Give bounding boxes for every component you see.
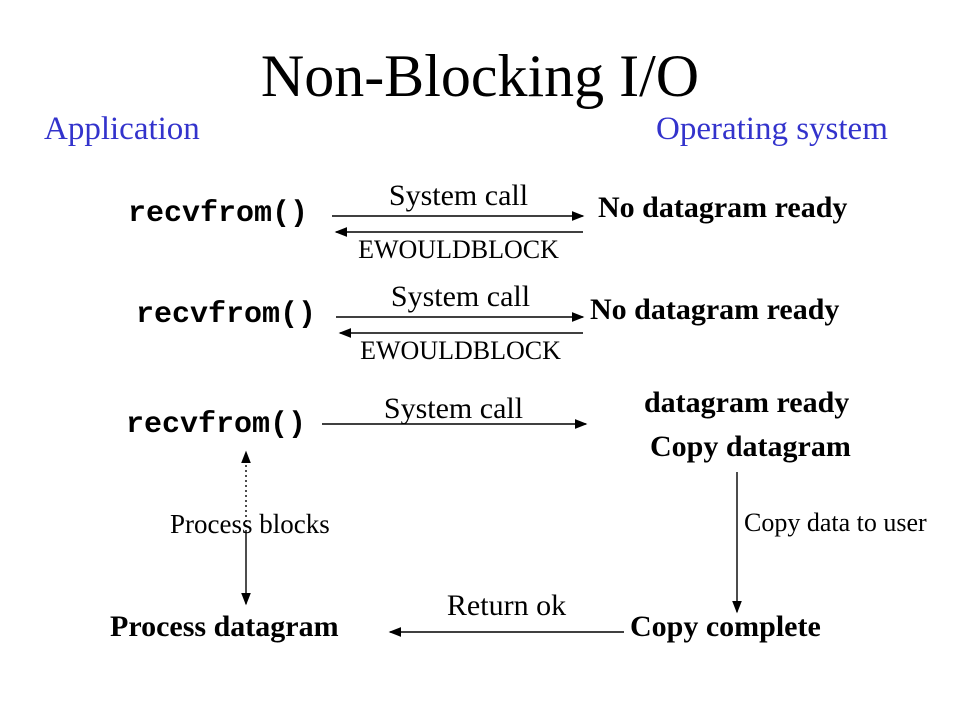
- app-column-header: Application: [44, 111, 200, 147]
- return-ok-label: Return ok: [446, 589, 567, 622]
- slide-title: Non-Blocking I/O: [260, 43, 700, 109]
- ewouldblock-label-2: EWOULDBLOCK: [360, 336, 561, 365]
- recvfrom-call-2: recvfrom(): [136, 298, 317, 332]
- os-column-header: Operating system: [656, 111, 888, 147]
- copy-datagram-label: Copy datagram: [650, 430, 851, 463]
- copy-data-to-user-label: Copy data to user: [744, 508, 927, 537]
- copy-complete-label: Copy complete: [630, 610, 821, 643]
- system-call-label-3: System call: [383, 392, 524, 425]
- process-blocks-label: Process blocks: [170, 509, 330, 539]
- process-datagram-label: Process datagram: [110, 610, 339, 643]
- system-call-label-1: System call: [388, 179, 529, 212]
- os-state-label-2: No datagram ready: [590, 293, 840, 326]
- ewouldblock-label-1: EWOULDBLOCK: [358, 235, 559, 264]
- os-state-label-1: No datagram ready: [598, 191, 848, 224]
- recvfrom-call-3: recvfrom(): [126, 408, 307, 442]
- system-call-label-2: System call: [390, 280, 531, 313]
- os-state-label-3: datagram ready: [644, 386, 850, 419]
- recvfrom-call-1: recvfrom(): [128, 197, 309, 231]
